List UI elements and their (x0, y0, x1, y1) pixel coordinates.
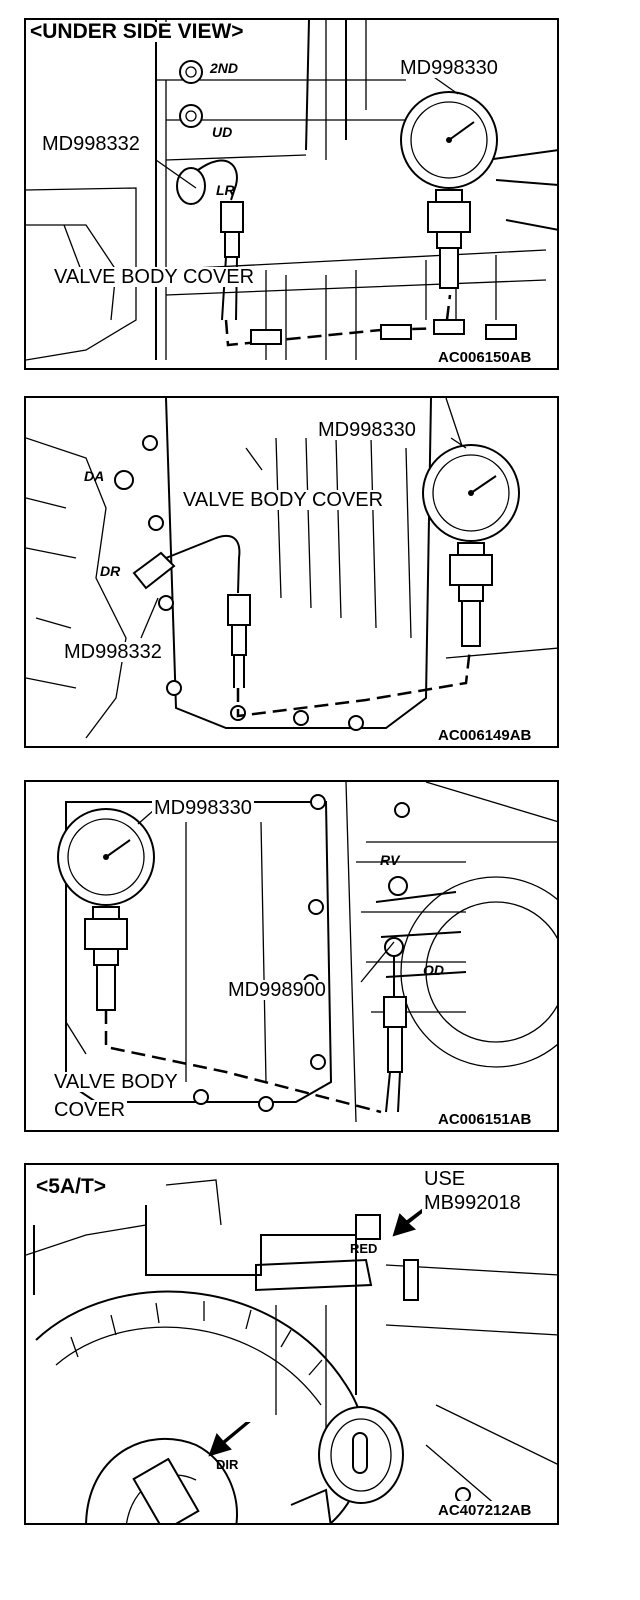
rv-od-illustration (57, 782, 557, 1123)
diagram-panel-underside: <UNDER SIDE VIEW> MD998330 MD998332 VALV… (24, 18, 559, 370)
gauge-tool-label: MD998330 (398, 57, 500, 79)
port-tag-dir: DIR (216, 1457, 239, 1472)
port-tag-ud: UD (212, 124, 233, 140)
5at-illustration (26, 1179, 557, 1523)
view-label: <5A/T> (34, 1175, 109, 1198)
diagram-panel-da-dr: MD998330 VALVE BODY COVER MD998332 DA DR… (24, 396, 559, 748)
underside-illustration (26, 20, 557, 361)
figure-code: AC006150AB (436, 348, 534, 368)
figure-code: AC006151AB (436, 1110, 534, 1130)
use-instruction-line2: MB992018 (422, 1192, 523, 1214)
port-tag-red: RED (350, 1241, 378, 1256)
port-tag-rv: RV (380, 852, 400, 868)
valve-body-cover-label: VALVE BODY COVER (181, 489, 386, 511)
valve-body-cover-label: VALVE BODY COVER (52, 266, 257, 288)
figure-code: AC407212AB (436, 1501, 534, 1521)
da-dr-illustration (26, 398, 557, 739)
use-instruction-line1: USE (422, 1168, 468, 1190)
figure-code: AC006149AB (436, 726, 534, 746)
port-tag-2nd: 2ND (210, 60, 239, 76)
diagram-panel-5at: <5A/T> USE MB992018 RED DIR AC407212AB (24, 1163, 559, 1525)
port-tag-od: OD (423, 962, 444, 978)
port-tag-da: DA (84, 468, 105, 484)
gauge-tool-label: MD998330 (152, 797, 254, 819)
gauge-tool-label: MD998330 (316, 419, 418, 441)
diagram-panel-rv-od: MD998330 MD998900 VALVE BODY COVER RV OD… (24, 780, 559, 1132)
port-tag-dr: DR (100, 563, 121, 579)
adapter-tool-label: MD998332 (40, 133, 142, 155)
port-tag-lr: LR (216, 182, 235, 198)
adapter-tool-label: MD998332 (62, 641, 164, 663)
valve-body-cover-label-line1: VALVE BODY (52, 1071, 180, 1093)
view-label: <UNDER SIDE VIEW> (28, 20, 246, 43)
adapter-tool-label: MD998900 (226, 979, 328, 1001)
valve-body-cover-label-line2: COVER (52, 1099, 128, 1121)
